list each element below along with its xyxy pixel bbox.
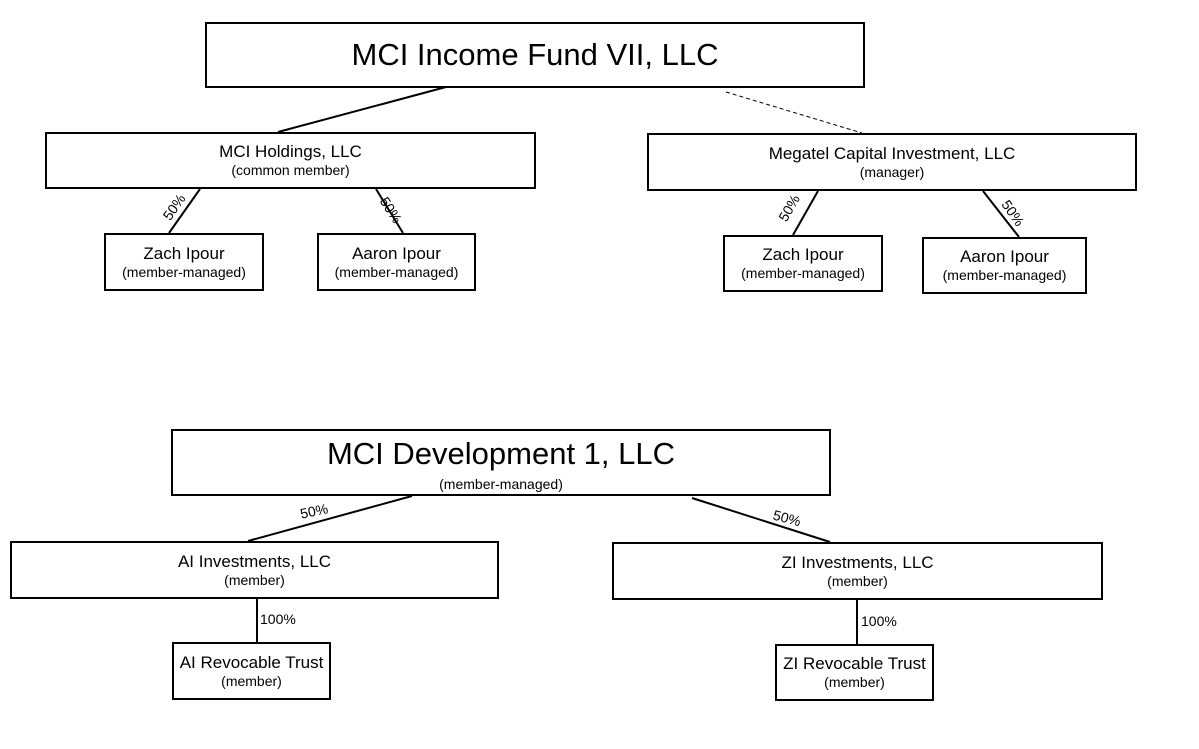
node-megatel: Megatel Capital Investment, LLC (manager… [647,133,1137,191]
node-mci-income-fund: MCI Income Fund VII, LLC [205,22,865,88]
node-role: (member-managed) [439,475,563,492]
node-name: AI Revocable Trust [179,652,324,672]
node-name: Zach Ipour [143,243,225,263]
node-role: (member-managed) [122,263,246,280]
connector-megatel-aaron [982,190,1020,238]
node-megatel-aaron: Aaron Ipour (member-managed) [922,237,1087,294]
share-label: 100% [260,611,296,627]
node-name: Aaron Ipour [352,243,441,263]
connector-holdings-aaron [375,188,404,234]
node-role: (manager) [859,163,925,180]
node-name: AI Investments, LLC [177,551,332,571]
connector-dev-ai [247,495,413,542]
node-name: Zach Ipour [762,245,844,265]
node-role: (member-managed) [942,267,1067,284]
node-title: MCI Income Fund VII, LLC [351,36,719,72]
node-mci-development: MCI Development 1, LLC (member-managed) [171,429,831,496]
node-role: (common member) [231,162,350,179]
node-ai-trust: AI Revocable Trust (member) [172,642,331,700]
node-megatel-zach: Zach Ipour (member-managed) [723,235,883,292]
node-name: Aaron Ipour [960,247,1049,267]
node-role: (member-managed) [741,265,865,282]
node-zi-trust: ZI Revocable Trust (member) [775,644,934,701]
node-name: MCI Holdings, LLC [219,142,362,162]
node-role: (member-managed) [334,263,459,280]
node-holdings-aaron: Aaron Ipour (member-managed) [317,233,476,291]
connector-dev-zi [691,497,831,543]
connector-holdings-zach [168,188,201,234]
connector-megatel-zach [792,190,819,236]
node-role: (member) [824,674,885,691]
node-ai-investments: AI Investments, LLC (member) [10,541,499,599]
node-role: (member) [224,571,285,588]
connector-fund-holdings [277,86,447,133]
node-name: ZI Investments, LLC [781,552,934,572]
share-label: 100% [861,613,897,629]
node-mci-holdings: MCI Holdings, LLC (common member) [45,132,536,189]
node-role: (member) [827,572,888,589]
connector-fund-megatel-dashed [725,91,863,134]
node-name: Megatel Capital Investment, LLC [768,143,1016,163]
node-title: MCI Development 1, LLC [326,436,676,471]
node-zi-investments: ZI Investments, LLC (member) [612,542,1103,600]
node-name: ZI Revocable Trust [783,654,926,674]
node-holdings-zach: Zach Ipour (member-managed) [104,233,264,291]
node-role: (member) [221,672,282,689]
